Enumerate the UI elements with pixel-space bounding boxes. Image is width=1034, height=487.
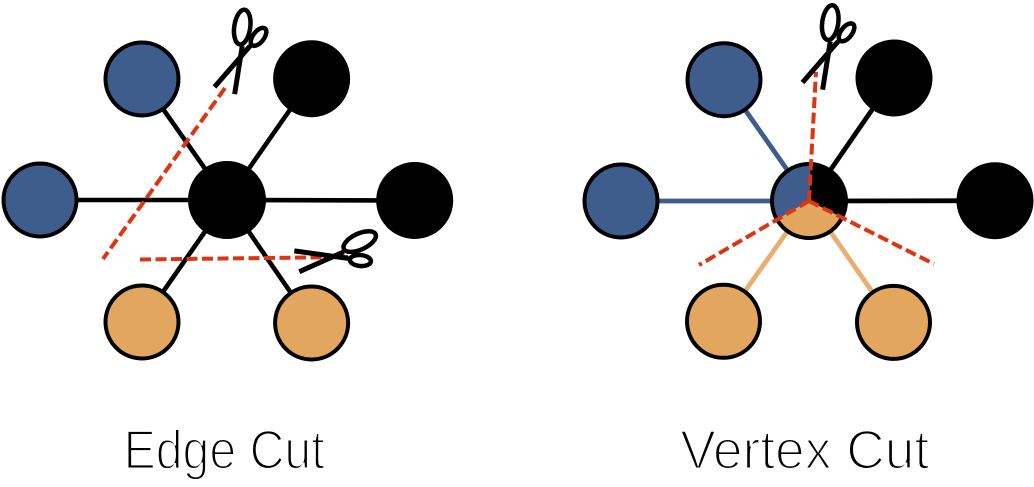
svg-text:Vertex Cut: Vertex Cut — [680, 419, 929, 481]
svg-text:Edge Cut: Edge Cut — [124, 418, 325, 480]
